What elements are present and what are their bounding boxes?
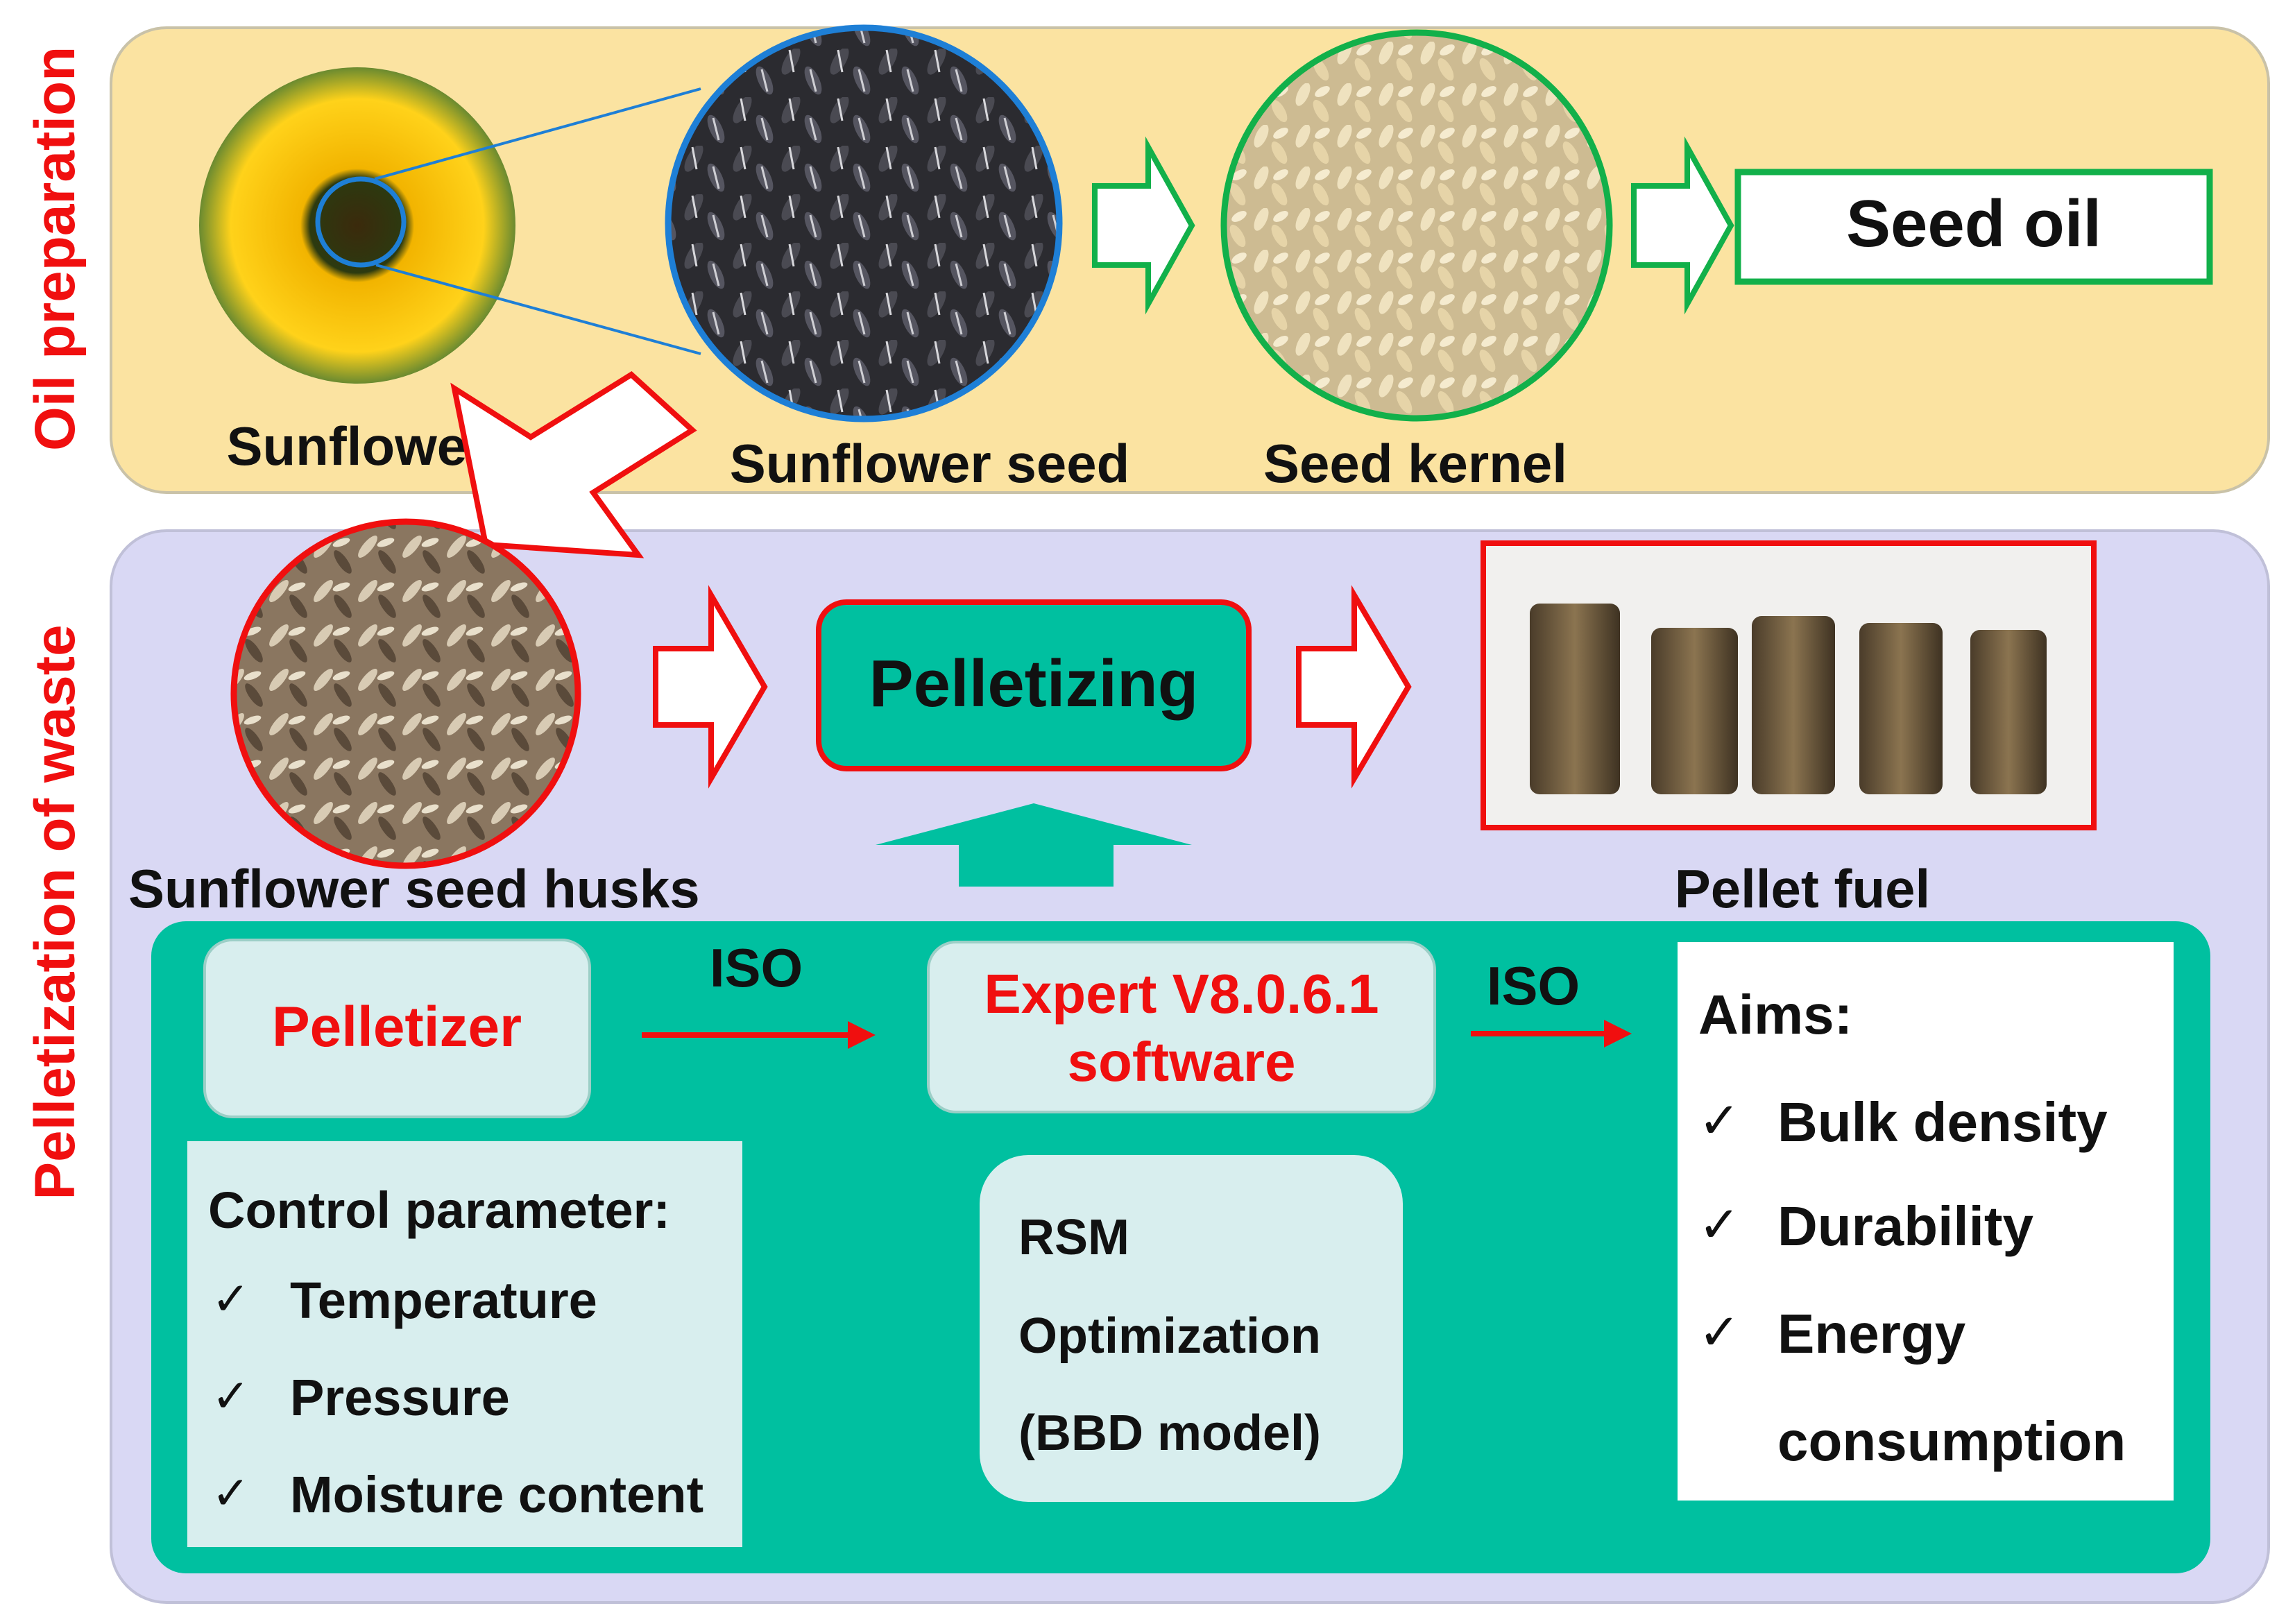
- arrow-to-oil: [1631, 136, 1734, 315]
- sunflower-photo: [199, 67, 515, 384]
- arrow-to-kernel: [1092, 136, 1195, 315]
- aims-check-2: ✓: [1698, 1197, 1740, 1253]
- pelletizer-box: [203, 939, 591, 1118]
- control-item-pressure: Pressure: [290, 1369, 510, 1426]
- rsm-line-3: (BBD model): [1018, 1405, 1321, 1461]
- iso-label-2: ISO: [1487, 955, 1580, 1016]
- control-check-2: ✓: [212, 1370, 250, 1421]
- control-check-3: ✓: [212, 1467, 250, 1519]
- pelletizer-label: Pelletizer: [272, 995, 522, 1059]
- pellet-1: [1530, 604, 1620, 794]
- control-check-1: ✓: [212, 1273, 250, 1324]
- arrow-to-pelletizing: [653, 585, 768, 789]
- pellet-5: [1970, 630, 2047, 794]
- husks-label: Sunflower seed husks: [128, 858, 700, 919]
- seed-kernel-label: Seed kernel: [1263, 433, 1567, 494]
- zoom-line-top: [374, 87, 701, 180]
- sunflower-seed-photo: [665, 24, 1063, 422]
- pellet-fuel-label: Pellet fuel: [1675, 858, 1930, 919]
- seed-oil-label: Seed oil: [1846, 187, 2101, 261]
- iso-arrow-2-head: [1604, 1020, 1632, 1048]
- aims-check-1: ✓: [1698, 1093, 1740, 1149]
- rsm-line-1: RSM: [1018, 1210, 1129, 1265]
- pellet-3: [1752, 616, 1835, 794]
- arrow-seed-to-husks: [450, 371, 697, 558]
- software-label-line2: software: [1068, 1031, 1296, 1093]
- seed-oil-box: [1734, 169, 2213, 285]
- rsm-line-2: Optimization: [1018, 1308, 1321, 1364]
- husks-photo: [230, 518, 581, 869]
- control-parameter-box: [187, 1141, 742, 1547]
- iso-arrow-1-head: [848, 1021, 876, 1049]
- pelletizing-label: Pelletizing: [869, 647, 1199, 721]
- aims-item-consumption: consumption: [1777, 1410, 2126, 1472]
- control-item-moisture: Moisture content: [290, 1466, 703, 1523]
- zoom-line-bottom: [375, 264, 701, 355]
- pellet-2: [1651, 628, 1738, 794]
- arrow-up-to-pelletizing: [876, 803, 1192, 887]
- seed-kernel-photo: [1220, 29, 1613, 422]
- sunflower-center-highlight: [315, 176, 407, 268]
- pelletizing-box: [816, 599, 1252, 771]
- software-box: [927, 941, 1436, 1113]
- aims-item-bulk-density: Bulk density: [1777, 1091, 2108, 1153]
- aims-title: Aims:: [1698, 984, 1852, 1045]
- section-title-pelletization: Pelletization of waste: [24, 624, 87, 1200]
- sunflower-seed-label: Sunflower seed: [730, 433, 1129, 494]
- aims-box: [1678, 942, 2174, 1501]
- aims-item-energy: Energy: [1777, 1303, 1966, 1365]
- arrow-to-pellet-fuel: [1296, 585, 1412, 789]
- oil-preparation-panel: [110, 26, 2270, 494]
- software-label-line1: Expert V8.0.6.1: [984, 963, 1379, 1025]
- pellet-4: [1859, 623, 1943, 794]
- control-item-temperature: Temperature: [290, 1272, 597, 1329]
- aims-check-3: ✓: [1698, 1305, 1740, 1360]
- iso-label-1: ISO: [710, 937, 803, 998]
- sunflower-label: Sunflower: [226, 416, 488, 477]
- control-title: Control parameter:: [208, 1181, 670, 1239]
- section-title-oil-preparation: Oil preparation: [24, 46, 87, 451]
- rsm-box: [980, 1155, 1403, 1502]
- aims-item-durability: Durability: [1777, 1195, 2033, 1257]
